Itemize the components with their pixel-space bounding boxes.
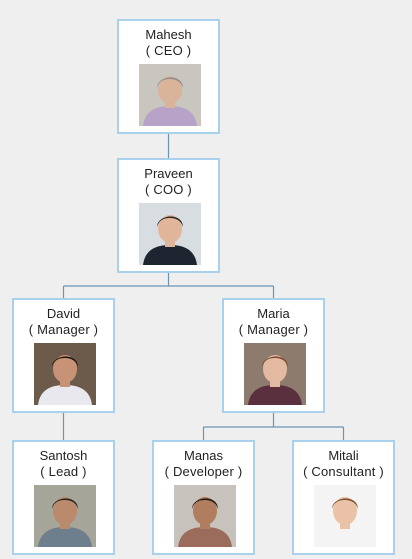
node-name: Mitali: [328, 448, 359, 463]
node-role: ( CEO ): [145, 43, 192, 58]
node-name: Mahesh: [145, 27, 192, 42]
org-node-manas[interactable]: Manas( Developer ): [152, 440, 255, 555]
node-name: Praveen: [144, 166, 193, 181]
portrait-man-in-suit-icon: [139, 203, 201, 265]
node-role: ( Manager ): [28, 322, 99, 337]
org-node-mitali[interactable]: Mitali( Consultant ): [292, 440, 395, 555]
node-name: David: [46, 306, 81, 321]
portrait-man-checked-shirt-icon: [34, 485, 96, 547]
org-node-santosh[interactable]: Santosh( Lead ): [12, 440, 115, 555]
portrait-woman-smiling-icon: [244, 343, 306, 405]
portrait-smiling-man-icon: [34, 343, 96, 405]
org-node-mahesh[interactable]: Mahesh( CEO ): [117, 19, 220, 134]
node-name: Maria: [257, 306, 290, 321]
portrait-man-glasses-icon: [174, 485, 236, 547]
node-role: ( Consultant ): [303, 464, 384, 479]
node-name: Manas: [183, 448, 224, 463]
node-role: ( Manager ): [238, 322, 309, 337]
portrait-woman-profile-icon: [314, 485, 376, 547]
portrait-gray-hair-man-icon: [139, 64, 201, 126]
node-name: Santosh: [39, 448, 88, 463]
node-role: ( COO ): [145, 182, 192, 197]
node-role: ( Developer ): [164, 464, 243, 479]
org-node-maria[interactable]: Maria( Manager ): [222, 298, 325, 413]
node-role: ( Lead ): [40, 464, 87, 479]
org-node-david[interactable]: David( Manager ): [12, 298, 115, 413]
org-node-praveen[interactable]: Praveen( COO ): [117, 158, 220, 273]
